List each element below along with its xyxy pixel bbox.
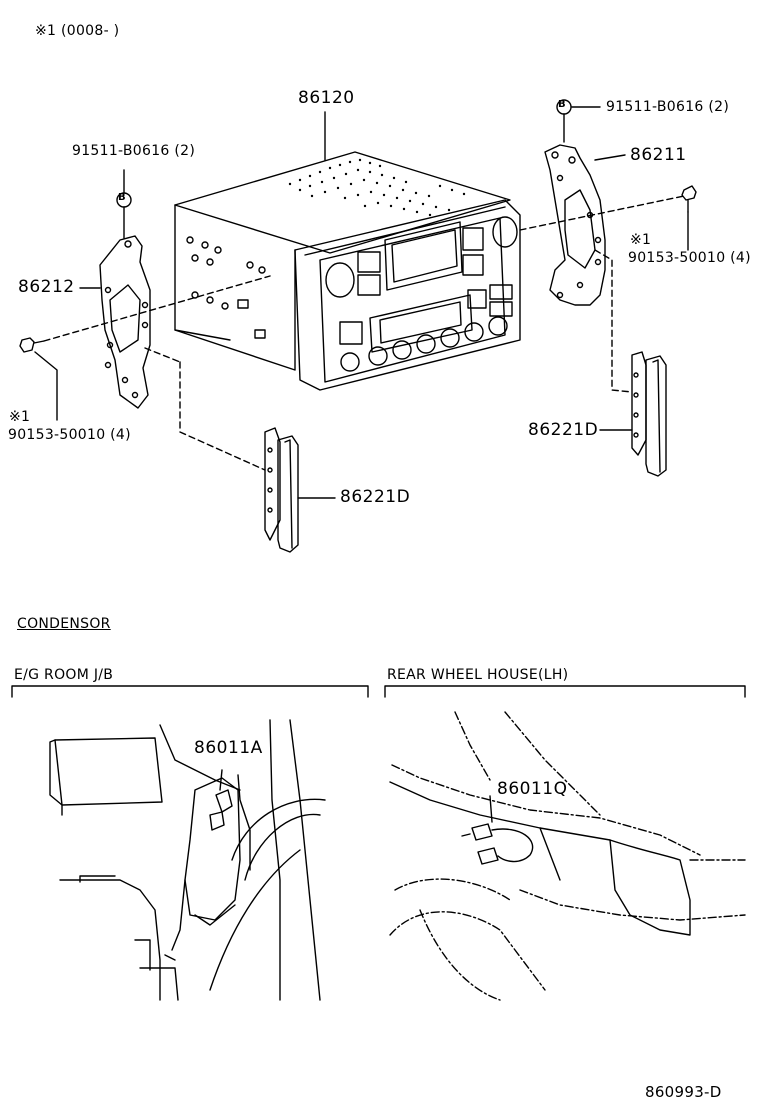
label-bracket-left[interactable]: 86212 bbox=[18, 277, 75, 297]
figure-code: 860993-D bbox=[645, 1083, 722, 1101]
label-plate-right[interactable]: 86221D bbox=[528, 420, 599, 440]
side-holes bbox=[187, 237, 265, 338]
label-bolt-right[interactable]: 91511-B0616 (2) bbox=[606, 99, 730, 115]
bracket-86212 bbox=[100, 236, 150, 408]
b-marker-right: B bbox=[558, 99, 566, 110]
screw-left bbox=[20, 338, 44, 352]
label-screw-left[interactable]: 90153-50010 (4) bbox=[8, 427, 131, 443]
front-panel bbox=[326, 217, 517, 371]
label-plate-left[interactable]: 86221D bbox=[340, 487, 411, 507]
head-unit-86120 bbox=[175, 152, 520, 390]
section-brackets bbox=[12, 686, 745, 697]
screw-left-mark: ※1 bbox=[9, 409, 31, 425]
section-eg-room: E/G ROOM J/B bbox=[14, 667, 114, 683]
label-bolt-left[interactable]: 91511-B0616 (2) bbox=[72, 143, 196, 159]
leader-lines bbox=[35, 107, 688, 498]
label-part-86011A[interactable]: 86011A bbox=[194, 738, 263, 758]
vent-dots bbox=[288, 158, 466, 217]
plate-86221D-left bbox=[265, 428, 298, 552]
eg-room-illustration bbox=[50, 720, 325, 1000]
screw-right bbox=[682, 186, 696, 212]
label-part-86011Q[interactable]: 86011Q bbox=[497, 779, 568, 799]
screw-right-mark: ※1 bbox=[630, 232, 652, 248]
label-screw-right[interactable]: 90153-50010 (4) bbox=[628, 250, 751, 266]
section-title-condensor: CONDENSOR bbox=[17, 616, 111, 632]
label-head-unit[interactable]: 86120 bbox=[298, 88, 355, 108]
plate-86221D-right bbox=[632, 352, 666, 476]
rear-wheel-illustration bbox=[390, 712, 745, 1000]
dashed-lines bbox=[44, 196, 684, 470]
label-bracket-right[interactable]: 86211 bbox=[630, 145, 687, 165]
b-marker-left: B bbox=[118, 192, 126, 203]
bracket-86211 bbox=[545, 145, 605, 305]
effective-date-note: ※1 (0008- ) bbox=[35, 23, 120, 39]
section-rear-wheel: REAR WHEEL HOUSE(LH) bbox=[387, 667, 569, 683]
